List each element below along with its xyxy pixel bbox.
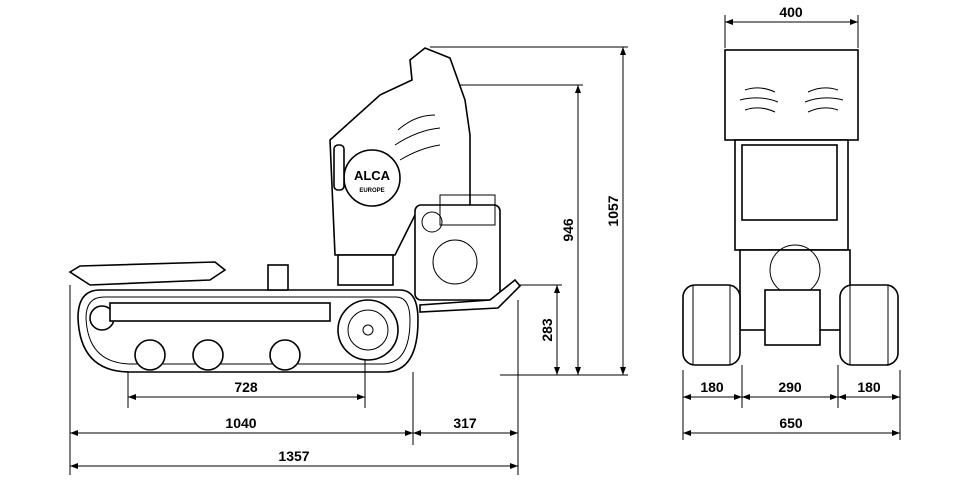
fuel-tank [741,144,838,221]
logo-subtext: EUROPE [359,188,384,194]
side-view: ALCA EUROPE [68,47,522,373]
dim-1357: 1357 [278,448,309,464]
logo-text: ALCA [354,168,391,183]
roller [134,339,166,371]
dimension-labels: 728 1040 317 1357 946 1057 283 400 180 2… [225,4,880,464]
roller [192,339,224,371]
dim-290: 290 [778,379,802,395]
dim-180-left: 180 [700,379,724,395]
body-top [724,49,859,141]
dim-650: 650 [779,415,803,431]
dim-946: 946 [560,218,576,242]
roller [269,339,301,371]
dim-400: 400 [779,4,803,20]
dim-728: 728 [234,379,258,395]
dim-1057: 1057 [605,195,621,226]
left-track [682,284,741,366]
dim-283: 283 [539,318,555,342]
engine [414,204,501,301]
tow-arm [68,261,227,286]
right-track [839,284,899,366]
drive-sprocket [337,299,399,361]
dimension-lines [69,15,901,475]
dim-1040: 1040 [225,415,256,431]
front-view [682,49,899,366]
dim-180-right: 180 [857,379,881,395]
dim-317: 317 [453,415,477,431]
